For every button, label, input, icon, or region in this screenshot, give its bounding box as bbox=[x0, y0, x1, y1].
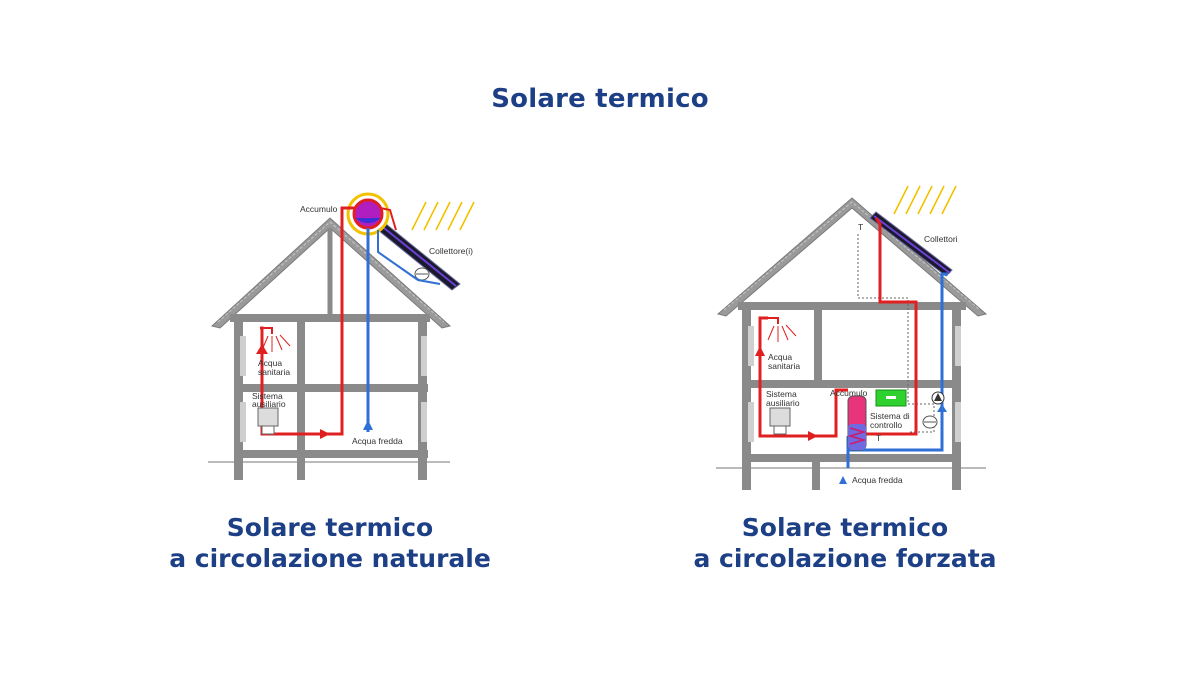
hot-flow-arrow-right bbox=[808, 431, 818, 441]
forced-caption-line1: Solare termico bbox=[741, 513, 949, 542]
sistema-ausiliario-label-line1: Sistema bbox=[766, 389, 797, 399]
sistema-ausiliario-label-line1: Sistema bbox=[252, 391, 283, 401]
hot-pipe-collector-link bbox=[379, 207, 397, 231]
sistema-ausiliario-label-line2: ausiliario bbox=[766, 398, 800, 408]
house-frame bbox=[230, 314, 430, 480]
temperature-sensor-top-label: T bbox=[858, 222, 863, 232]
collettori-label: Collettori bbox=[924, 234, 958, 244]
cold-inlet-arrow bbox=[839, 476, 847, 484]
auxiliary-boiler bbox=[257, 407, 279, 435]
acqua-sanitaria-label-line2: sanitaria bbox=[258, 367, 290, 377]
accumulo-label: Accumulo bbox=[830, 388, 868, 398]
pump-icon bbox=[931, 391, 945, 405]
acqua-sanitaria-label-line1: Acqua bbox=[258, 358, 282, 368]
natural-circulation-caption: Solare termico a circolazione naturale bbox=[150, 512, 510, 574]
page-title: Solare termico bbox=[491, 84, 709, 114]
hot-flow-arrow bbox=[755, 346, 765, 356]
acqua-sanitaria-label-line2: sanitaria bbox=[768, 361, 800, 371]
sistema-ausiliario-label-line2: ausiliario bbox=[252, 399, 286, 409]
collector-label: Collettore(i) bbox=[429, 246, 473, 256]
roof bbox=[210, 217, 452, 329]
cold-water-pipe bbox=[846, 272, 948, 468]
natural-caption-line2: a circolazione naturale bbox=[169, 544, 491, 573]
hot-water-distribution bbox=[758, 316, 848, 438]
sun-rays bbox=[411, 201, 475, 231]
shower-icon bbox=[767, 317, 797, 342]
hot-flow-arrow-bottom bbox=[320, 429, 330, 439]
expansion-vessel bbox=[922, 415, 938, 429]
sistema-controllo-label-line2: controllo bbox=[870, 420, 902, 430]
solar-collector bbox=[869, 211, 953, 277]
house-frame bbox=[738, 302, 966, 490]
forced-caption-line2: a circolazione forzata bbox=[693, 544, 997, 573]
storage-tank bbox=[847, 395, 867, 451]
hot-water-pipe bbox=[866, 217, 918, 436]
cold-flow-arrow bbox=[363, 420, 373, 430]
sun-rays bbox=[893, 185, 957, 215]
natural-circulation-diagram: Accumulo Collettore(i) Acqua sanitaria S… bbox=[200, 180, 475, 480]
roof bbox=[716, 197, 988, 317]
sistema-controllo-label-line1: Sistema di bbox=[870, 411, 910, 421]
forced-circulation-diagram: Collettori T Acqua sanitaria Sistema aus… bbox=[712, 178, 992, 490]
temperature-sensor-bottom-label: T bbox=[876, 433, 881, 443]
cold-return-pipe bbox=[377, 230, 441, 285]
acqua-sanitaria-label-line1: Acqua bbox=[768, 352, 792, 362]
sensor-wire bbox=[857, 234, 935, 433]
cold-flow-arrow-up bbox=[937, 404, 947, 412]
auxiliary-boiler bbox=[769, 407, 791, 435]
acqua-fredda-label: Acqua fredda bbox=[352, 436, 403, 446]
acqua-fredda-label: Acqua fredda bbox=[852, 475, 903, 485]
accumulo-label: Accumulo bbox=[300, 204, 338, 214]
natural-caption-line1: Solare termico bbox=[226, 513, 434, 542]
shower-icon bbox=[260, 327, 291, 352]
forced-circulation-caption: Solare termico a circolazione forzata bbox=[665, 512, 1025, 574]
control-unit bbox=[875, 389, 907, 407]
